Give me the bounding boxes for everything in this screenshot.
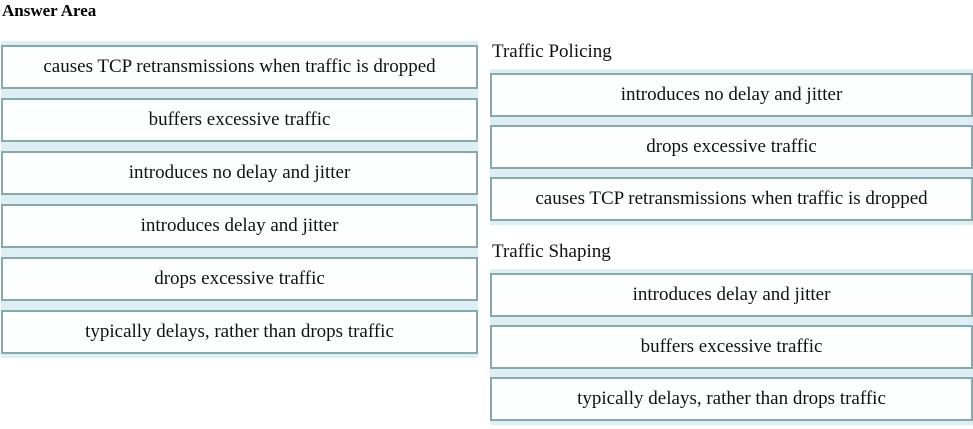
drag-option[interactable]: causes TCP retransmissions when traffic … (1, 45, 478, 89)
drop-target[interactable]: introduces no delay and jitter (490, 73, 973, 117)
traffic-shaping-drop-group: introduces delay and jitter buffers exce… (490, 269, 973, 425)
drag-option[interactable]: drops excessive traffic (1, 257, 478, 301)
drag-option[interactable]: introduces no delay and jitter (1, 151, 478, 195)
category-label-traffic-policing: Traffic Policing (490, 41, 973, 63)
drop-target[interactable]: typically delays, rather than drops traf… (490, 377, 973, 421)
drop-target[interactable]: causes TCP retransmissions when traffic … (490, 177, 973, 221)
drop-target[interactable]: introduces delay and jitter (490, 273, 973, 317)
answer-area-title: Answer Area (2, 1, 97, 20)
category-label-traffic-shaping: Traffic Shaping (490, 241, 973, 263)
drag-option[interactable]: typically delays, rather than drops traf… (1, 310, 478, 354)
traffic-policing-drop-group: introduces no delay and jitter drops exc… (490, 69, 973, 225)
drop-target[interactable]: buffers excessive traffic (490, 325, 973, 369)
drag-option[interactable]: introduces delay and jitter (1, 204, 478, 248)
drag-option[interactable]: buffers excessive traffic (1, 98, 478, 142)
drag-source-column: causes TCP retransmissions when traffic … (1, 41, 478, 358)
drop-target[interactable]: drops excessive traffic (490, 125, 973, 169)
drop-target-column: Traffic Policing introduces no delay and… (490, 41, 973, 425)
